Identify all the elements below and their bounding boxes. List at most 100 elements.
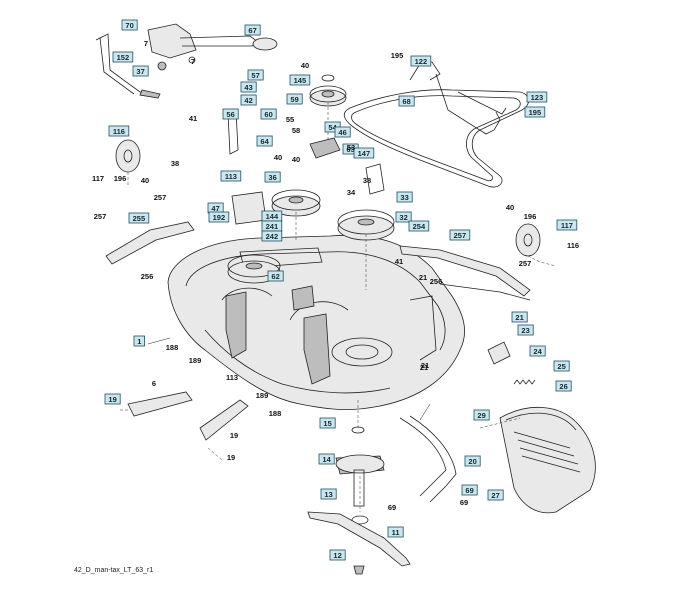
callout-254: 254 <box>408 220 430 232</box>
callout-number: 195 <box>529 108 542 117</box>
callout-number: 113 <box>225 172 237 181</box>
callout-number: 117 <box>561 221 573 230</box>
callout-number: 54 <box>328 123 337 132</box>
callout-plain-40: 40 <box>506 203 514 212</box>
callout-number: 60 <box>264 110 272 119</box>
callout-20: 20 <box>464 455 481 467</box>
callout-number: 122 <box>415 57 428 66</box>
gauge-wheel-right <box>515 223 541 257</box>
callout-33: 33 <box>396 191 413 203</box>
callout-46: 46 <box>334 126 351 138</box>
callout-15: 15 <box>319 417 336 429</box>
callout-number: 62 <box>271 272 279 281</box>
callout-number: 255 <box>133 214 146 223</box>
callout-number: 242 <box>266 232 279 241</box>
deflector-link <box>399 415 457 503</box>
callout-plain-38: 38 <box>171 159 179 168</box>
belt-guide-bracket <box>409 61 507 135</box>
callout-number: 241 <box>266 222 279 231</box>
blade-bolt <box>353 565 365 575</box>
callout-number: 37 <box>136 67 144 76</box>
callout-plain-19: 19 <box>227 453 235 462</box>
callout-plain-21: 21 <box>420 363 428 372</box>
callout-number: 57 <box>251 71 259 80</box>
callout-number: 69 <box>465 486 473 495</box>
callout-plain-7: 7 <box>144 39 148 48</box>
callout-145: 145 <box>289 74 311 86</box>
callout-number: 47 <box>211 204 219 213</box>
callout-number: 46 <box>338 128 346 137</box>
leader-lines <box>120 102 557 512</box>
callout-43: 43 <box>240 81 257 93</box>
callout-12: 12 <box>329 549 346 561</box>
callout-plain-188: 188 <box>269 409 282 418</box>
callout-number: 27 <box>491 491 499 500</box>
callout-number: 43 <box>244 83 252 92</box>
callout-number: 36 <box>268 173 276 182</box>
callout-number: 23 <box>521 326 529 335</box>
discharge-chute <box>499 407 596 514</box>
callout-plain-34: 34 <box>347 188 356 197</box>
callout-number: 70 <box>125 21 133 30</box>
callout-68: 68 <box>398 95 415 107</box>
callout-24: 24 <box>529 345 546 357</box>
callout-plain-40: 40 <box>141 176 149 185</box>
callout-70: 70 <box>121 19 138 31</box>
pulley-145 <box>309 74 347 107</box>
callout-64: 64 <box>256 135 273 147</box>
callout-117: 117 <box>556 219 578 231</box>
callout-number: 32 <box>399 213 407 222</box>
drive-belt <box>343 89 529 188</box>
anti-scalp-bar-left <box>105 221 195 265</box>
callout-number: 68 <box>402 97 410 106</box>
callout-plain-21: 21 <box>421 361 429 370</box>
mower-blade <box>307 511 411 567</box>
callout-37: 37 <box>132 65 149 77</box>
callout-plain-196: 196 <box>524 212 537 221</box>
engagement-lever-assembly <box>95 23 278 99</box>
callout-plain-40: 40 <box>274 153 282 162</box>
callout-255: 255 <box>128 212 150 224</box>
callout-25: 25 <box>553 360 570 372</box>
callout-plain-257: 257 <box>154 193 167 202</box>
gauge-wheel-left <box>115 139 141 173</box>
callout-plain-69: 69 <box>460 498 468 507</box>
callout-13: 13 <box>320 488 337 500</box>
callout-47: 47 <box>207 202 224 214</box>
callout-number: 116 <box>113 127 125 136</box>
callout-plain-38: 38 <box>363 176 371 185</box>
callout-69: 69 <box>461 484 478 496</box>
mount-bracket-left-upper <box>127 391 193 417</box>
callout-36: 36 <box>264 171 281 183</box>
callout-23: 23 <box>517 324 534 336</box>
callout-plain-257: 257 <box>519 259 532 268</box>
callout-plain-40: 40 <box>301 61 309 70</box>
callout-number: 257 <box>454 231 467 240</box>
callout-plain-21: 21 <box>419 273 427 282</box>
callout-122: 122 <box>410 55 432 67</box>
callout-123: 123 <box>526 91 548 103</box>
callout-42: 42 <box>240 94 257 106</box>
callout-number: 14 <box>322 455 331 464</box>
callout-62: 62 <box>267 270 284 282</box>
callout-147: 147 <box>353 147 375 159</box>
callout-plain-19: 19 <box>230 431 238 440</box>
callout-plain-55: 55 <box>286 115 294 124</box>
callout-number: 145 <box>294 76 307 85</box>
callout-number: 1 <box>137 337 141 346</box>
callout-26: 26 <box>555 380 572 392</box>
callout-plain-58: 58 <box>292 126 300 135</box>
callout-32: 32 <box>395 211 412 223</box>
idler-arm <box>227 109 385 225</box>
callout-number: 152 <box>117 53 130 62</box>
callout-plain-40: 40 <box>292 155 300 164</box>
drawing-caption: 42_D_man-tax_LT_63_r1 <box>74 567 153 574</box>
callout-number: 19 <box>108 395 116 404</box>
callout-plain-117: 117 <box>92 174 104 183</box>
callout-number: 29 <box>477 411 485 420</box>
callout-plain-256: 256 <box>141 272 154 281</box>
callout-plain-188: 188 <box>166 343 179 352</box>
callout-56: 56 <box>222 108 239 120</box>
